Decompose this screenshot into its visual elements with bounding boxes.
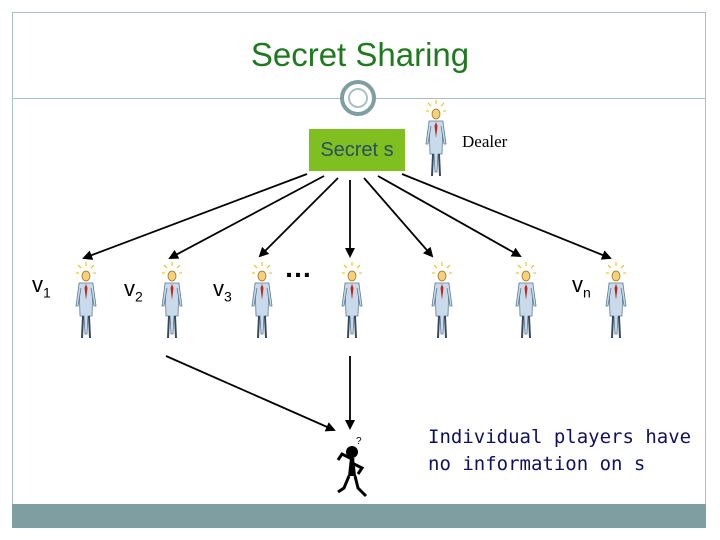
player-person-icon bbox=[515, 261, 537, 339]
player-person-icon bbox=[341, 261, 363, 339]
slide-title: Secret Sharing bbox=[250, 36, 470, 73]
dealer-person-icon bbox=[425, 99, 447, 177]
arrow-to-v1 bbox=[82, 173, 308, 260]
player-person-icon bbox=[75, 261, 97, 339]
player-person-icon bbox=[161, 261, 183, 339]
arrow-to-vn bbox=[401, 173, 612, 260]
note-text: Individual players have no information o… bbox=[428, 426, 692, 475]
player-label-vn: vn bbox=[572, 272, 591, 301]
arrow-to-v3 bbox=[258, 177, 339, 258]
arrow-to-v6 bbox=[377, 175, 522, 257]
arrow-left-to-observer bbox=[165, 355, 336, 432]
ring-ornament-icon bbox=[340, 80, 376, 116]
dealer-label: Dealer bbox=[462, 132, 508, 151]
ellipsis: … bbox=[284, 252, 313, 283]
arrow-to-v5 bbox=[363, 177, 434, 258]
footer-bar bbox=[12, 504, 706, 528]
confused-person-icon: ? bbox=[336, 436, 368, 498]
combine-arrows bbox=[165, 355, 355, 432]
secret-box: Secret s bbox=[309, 129, 405, 171]
player-label-v3: v3 bbox=[213, 276, 232, 305]
player-person-icon bbox=[251, 261, 273, 339]
player-label-v2: v2 bbox=[124, 276, 143, 305]
player-person-icon bbox=[431, 261, 453, 339]
arrow-to-v2 bbox=[168, 175, 325, 259]
svg-text:?: ? bbox=[356, 436, 362, 447]
share-arrows bbox=[82, 173, 612, 260]
player-label-v1: v1 bbox=[32, 272, 51, 301]
player-person-icon bbox=[605, 261, 627, 339]
